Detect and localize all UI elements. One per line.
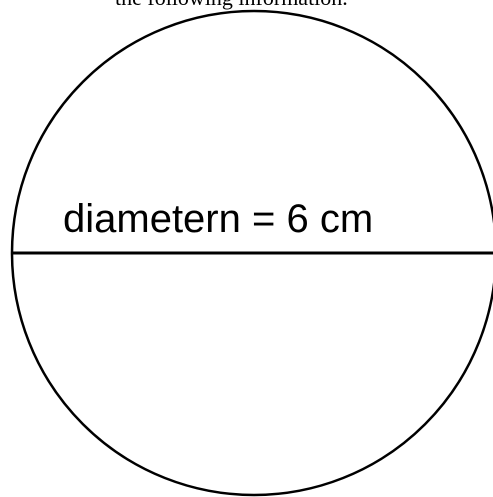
clipped-header-text: the following information. xyxy=(115,0,348,11)
diameter-label: diametern = 6 cm xyxy=(63,197,373,241)
